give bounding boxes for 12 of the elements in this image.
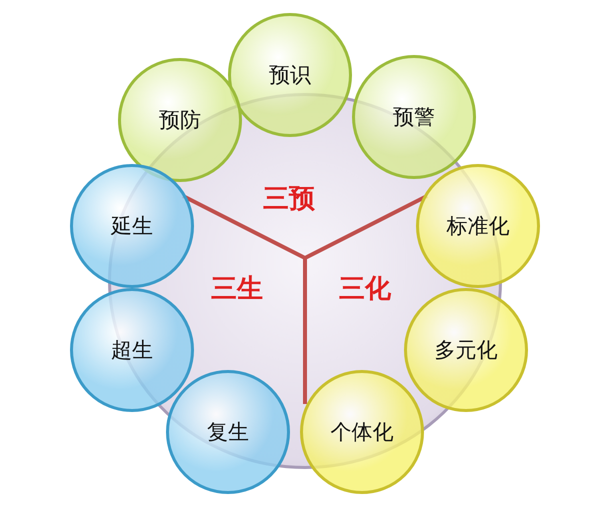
sector-label: 三预 [263,183,315,216]
circle-label: 预防 [159,107,201,134]
sector-label: 三化 [339,273,391,306]
circle-label: 超生 [111,337,153,364]
circle-label: 预识 [269,62,311,89]
circle-label: 复生 [207,419,249,446]
circle-label: 预警 [393,104,435,131]
sector-label: 三生 [211,273,263,306]
circle-label: 多元化 [434,337,498,364]
circle-label: 标准化 [446,213,510,240]
circle-label: 延生 [111,213,153,240]
circle-label: 个体化 [330,419,394,446]
